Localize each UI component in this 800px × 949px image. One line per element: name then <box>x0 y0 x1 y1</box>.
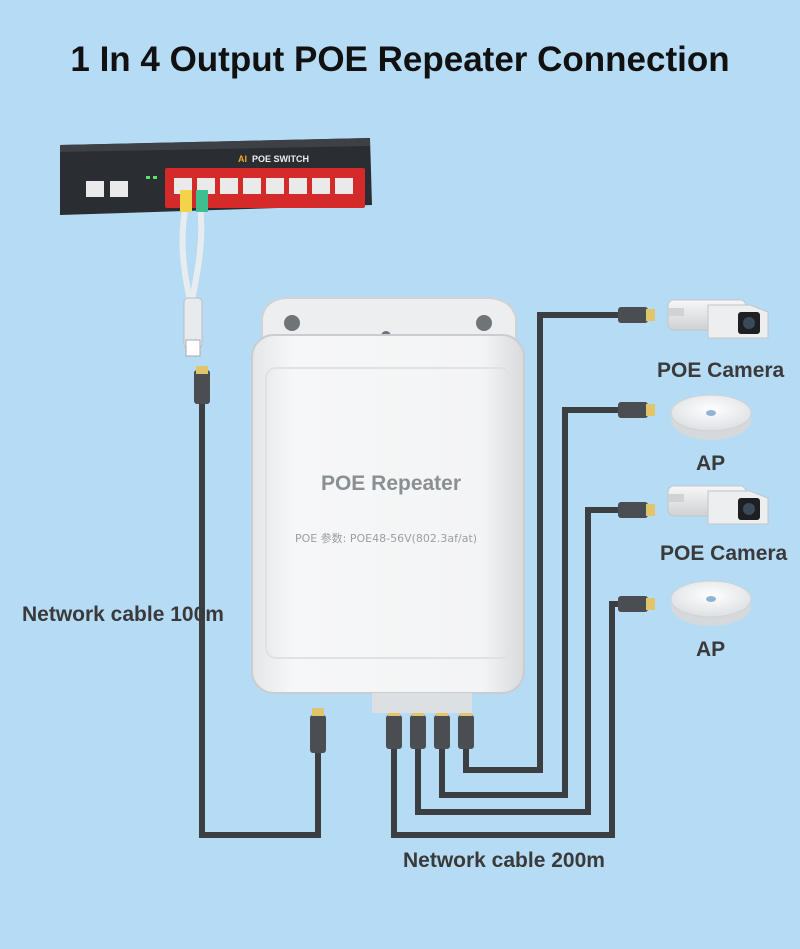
plug-output-2 <box>434 708 450 749</box>
network-cables <box>199 312 625 838</box>
plug-output-4 <box>386 708 402 749</box>
plug-device-1 <box>618 307 655 323</box>
input-cable-label: Network cable 100m <box>22 603 224 626</box>
poe-switch: AI POE SWITCH <box>60 138 372 215</box>
access-point-icon <box>670 580 752 626</box>
switch-brand-label: POE SWITCH <box>252 154 309 164</box>
device-label-ap: AP <box>696 452 726 475</box>
diagram-title: 1 In 4 Output POE Repeater Connection <box>70 40 730 79</box>
camera-icon <box>667 299 769 339</box>
device-label-camera: POE Camera <box>657 359 785 382</box>
access-point-icon <box>670 394 752 440</box>
plug-device-3 <box>618 502 655 518</box>
output-cable-label: Network cable 200m <box>403 849 605 872</box>
output-cable-1 <box>463 312 625 773</box>
device-label-camera: POE Camera <box>660 542 788 565</box>
repeater-port-housing <box>372 693 472 713</box>
mounting-hole-left <box>284 315 300 331</box>
output-cable-2 <box>439 407 625 798</box>
plug-device-4 <box>618 596 655 612</box>
plug-output-1 <box>458 708 474 749</box>
output-cable-4 <box>391 601 625 838</box>
plug-input-bottom <box>310 708 326 753</box>
plug-input-top <box>194 366 210 404</box>
input-cable <box>199 400 321 838</box>
mounting-hole-right <box>476 315 492 331</box>
switch-brand-prefix: AI <box>238 154 247 164</box>
device-label-ap: AP <box>696 638 726 661</box>
output-cable-3 <box>415 507 625 815</box>
switch-patch-cables <box>179 190 208 357</box>
plug-output-3 <box>410 708 426 749</box>
plug-device-2 <box>618 402 655 418</box>
plug-green <box>196 190 208 212</box>
repeater-spec: POE 参数: POE48-56V(802.3af/at) <box>295 531 477 545</box>
plug-yellow <box>180 190 192 212</box>
repeater-name: POE Repeater <box>321 472 461 495</box>
camera-icon <box>667 485 769 525</box>
poe-repeater-box: POE Repeater POE 参数: POE48-56V(802.3af/a… <box>251 297 525 713</box>
